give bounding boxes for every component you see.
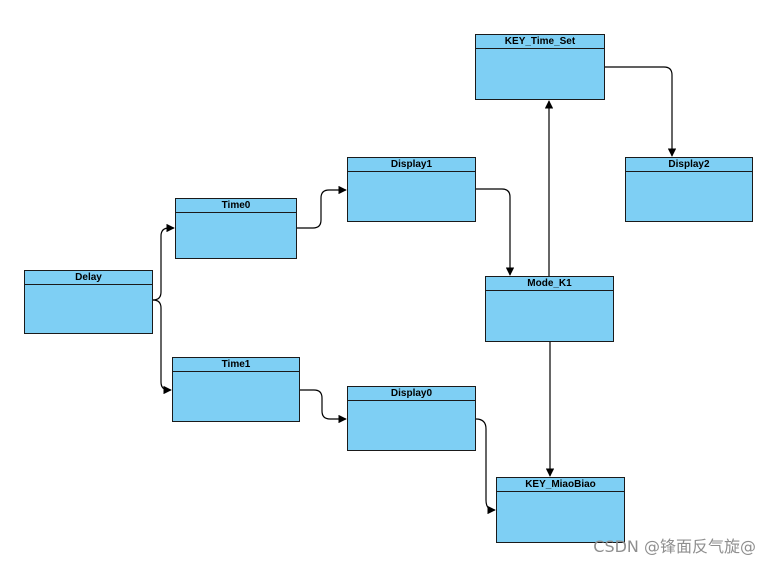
edge-display1-to-mode_k1: [476, 188, 515, 276]
node-title: KEY_MiaoBiao: [497, 478, 624, 492]
edge-time0-to-display1: [297, 185, 347, 229]
edge-delay-to-time0: [152, 223, 175, 301]
node-key-time-set[interactable]: KEY_Time_Set: [475, 34, 605, 100]
edge-time1-to-display0: [300, 389, 347, 424]
edge-display0-to-key_miaobiao: [475, 418, 496, 515]
node-mode-k1[interactable]: Mode_K1: [485, 276, 614, 342]
node-display2[interactable]: Display2: [625, 157, 753, 222]
node-title: KEY_Time_Set: [476, 35, 604, 49]
node-display0[interactable]: Display0: [347, 386, 476, 451]
node-key-miaobiao[interactable]: KEY_MiaoBiao: [496, 477, 625, 543]
node-title: Time0: [176, 199, 296, 213]
watermark-text: CSDN @锋面反气旋@: [593, 537, 756, 556]
node-title: Display0: [348, 387, 475, 401]
node-delay[interactable]: Delay: [24, 270, 153, 334]
node-title: Display2: [626, 158, 752, 172]
node-title: Mode_K1: [486, 277, 613, 291]
node-time0[interactable]: Time0: [175, 198, 297, 259]
edge-key_time_set-to-display2: [605, 66, 677, 157]
node-title: Delay: [25, 271, 152, 285]
node-title: Display1: [348, 158, 475, 172]
node-title: Time1: [173, 358, 299, 372]
edge-delay-to-time1: [152, 299, 172, 395]
node-time1[interactable]: Time1: [172, 357, 300, 422]
node-display1[interactable]: Display1: [347, 157, 476, 222]
